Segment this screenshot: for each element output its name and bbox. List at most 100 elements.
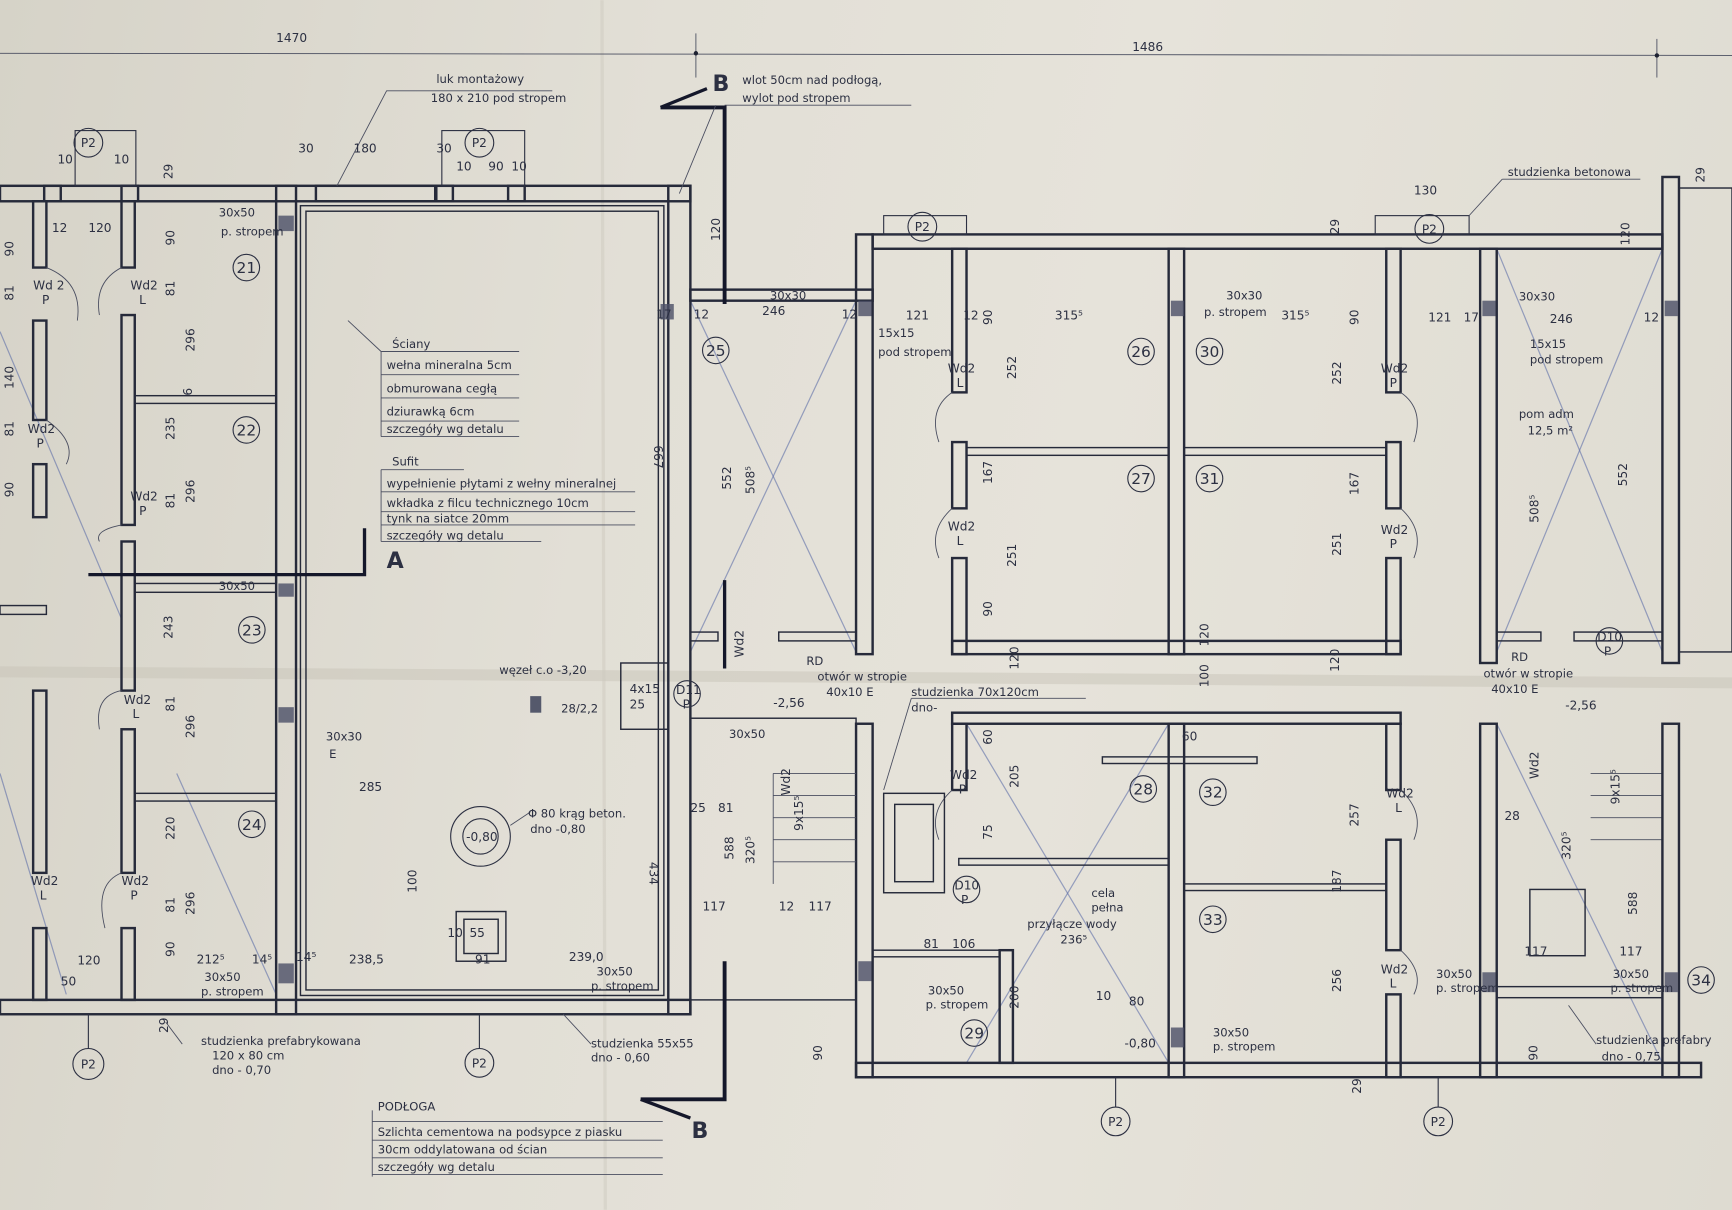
dim-label: 667 bbox=[651, 445, 665, 468]
p2-marker: P2 bbox=[1108, 1115, 1123, 1129]
p2-marker: P2 bbox=[1431, 1115, 1446, 1129]
note-studzienka-prefab: dno - 0,70 bbox=[212, 1063, 271, 1077]
dim-1470: 1470 bbox=[276, 31, 307, 45]
dim-label: 90 bbox=[1348, 310, 1362, 325]
p2-marker: P2 bbox=[915, 220, 930, 234]
note-otwor: 40x10 E bbox=[826, 685, 873, 699]
dim-label: 200 bbox=[1007, 986, 1021, 1009]
floor-spec-table: PODŁOGA Szlichta cementowa na podsypce z… bbox=[371, 1099, 663, 1177]
dim-label: 30 bbox=[298, 142, 313, 156]
note-studzienka-70: dno- bbox=[911, 701, 937, 715]
dim-label: 12 bbox=[52, 221, 67, 235]
column-note: 30x50 bbox=[1436, 967, 1472, 981]
column-note: 30x30 bbox=[1226, 289, 1262, 303]
dim-label: 28 bbox=[1504, 809, 1519, 823]
dim-label: 60 bbox=[1182, 729, 1197, 743]
dim-label: 14⁵ bbox=[296, 950, 316, 964]
column-note: 30x30 bbox=[1519, 290, 1555, 304]
door-label: Wd2 bbox=[1386, 787, 1413, 801]
dim-label: 81 bbox=[718, 801, 733, 815]
podloga-line: 30cm oddylatowana od ścian bbox=[378, 1142, 547, 1156]
dim-label: 120 bbox=[1328, 649, 1342, 672]
d10-mark: P bbox=[1604, 644, 1611, 658]
column-note: 30x30 bbox=[770, 289, 806, 303]
note-cela: 236⁵ bbox=[1060, 933, 1087, 947]
dim-label: 90 bbox=[1527, 1045, 1541, 1060]
note-cela: przyłącze wody bbox=[1027, 917, 1117, 931]
dim-label: 220 bbox=[164, 817, 178, 840]
p2-marker: P2 bbox=[81, 136, 96, 150]
column-note: 30x50 bbox=[204, 970, 240, 984]
dim-label: 140 bbox=[2, 366, 16, 389]
door-side: L bbox=[957, 376, 964, 390]
note-wlot-2: wylot pod stropem bbox=[742, 91, 850, 105]
dim-label: 552 bbox=[720, 466, 734, 489]
room-24: 24 bbox=[242, 816, 262, 834]
door-side: P bbox=[139, 504, 146, 518]
dim-label: 50 bbox=[61, 975, 76, 989]
dim-label: 12 bbox=[842, 307, 857, 321]
note-krag-beton: dno -0,80 bbox=[530, 822, 585, 836]
door-label: Wd2 bbox=[948, 361, 975, 375]
door-label: Wd2 bbox=[124, 693, 151, 707]
note-otwor: RD bbox=[1511, 650, 1528, 664]
column-note: pod stropem bbox=[1530, 353, 1603, 367]
pencil-crosses bbox=[0, 248, 1663, 1064]
dim-label: 296 bbox=[183, 480, 197, 503]
dim-label: 120 bbox=[88, 221, 111, 235]
door-side: L bbox=[1390, 977, 1397, 991]
column-note: 15x15 bbox=[878, 326, 914, 340]
room-25: 25 bbox=[706, 342, 726, 360]
dim-label: 552 bbox=[1616, 463, 1630, 486]
notes: luk montażowy 180 x 210 pod stropem wlot… bbox=[165, 72, 1712, 1177]
column-note: p. stropem bbox=[1213, 1040, 1276, 1054]
dim-label: 296 bbox=[183, 892, 197, 915]
dim-label: 90 bbox=[811, 1045, 825, 1060]
podloga-line: szczegóły wg detalu bbox=[378, 1160, 495, 1174]
walls bbox=[0, 175, 1732, 1079]
dim-label: 90 bbox=[2, 241, 16, 256]
walls-spec-table: Ściany wełna mineralna 5cm obmurowana ce… bbox=[347, 320, 520, 437]
dim-label: -2,56 bbox=[773, 696, 804, 710]
dim-label: 315⁵ bbox=[1281, 308, 1309, 322]
sciany-line: obmurowana cegłą bbox=[387, 381, 498, 395]
dim-label: 257 bbox=[1348, 803, 1362, 826]
column-note: p. stropem bbox=[201, 984, 264, 998]
column-note: 30x50 bbox=[219, 579, 255, 593]
note-otwor: otwór w stropie bbox=[1483, 666, 1573, 680]
column-note: 30x50 bbox=[1213, 1025, 1249, 1039]
dim-label: 17 bbox=[656, 307, 671, 321]
sciany-line: dziurawką 6cm bbox=[387, 405, 475, 419]
dimensions-vertical: 90 81 140 81 90 29 90 81 296 6 235 81 29… bbox=[2, 164, 1707, 1094]
dim-label: 252 bbox=[1005, 356, 1019, 379]
dim-label: 120 bbox=[1618, 222, 1632, 245]
note-studzienka-betonowa: studzienka betonowa bbox=[1508, 165, 1631, 179]
p2-marker: P2 bbox=[81, 1057, 96, 1071]
room-34: 34 bbox=[1691, 972, 1711, 990]
dim-label: 81 bbox=[164, 493, 178, 508]
dim-label: 100 bbox=[1197, 664, 1211, 687]
room-32: 32 bbox=[1203, 784, 1223, 802]
p2-marker: P2 bbox=[472, 1056, 487, 1070]
dim-label: 243 bbox=[161, 616, 175, 639]
column-note: p. stropem bbox=[1436, 981, 1499, 995]
note-krag-beton: Φ 80 krąg beton. bbox=[528, 807, 626, 821]
door-label: Wd2 bbox=[732, 630, 746, 657]
room-27: 27 bbox=[1131, 470, 1151, 488]
dimensions-horizontal: 30 180 30 10 90 10 10 10 12 120 246 121 … bbox=[52, 142, 1659, 1003]
dim-label: 246 bbox=[1550, 312, 1573, 326]
dim-label: 29 bbox=[157, 1018, 171, 1033]
column-note: 15x15 bbox=[1530, 337, 1566, 351]
sufit-title: Sufit bbox=[392, 454, 419, 468]
column-note: E bbox=[329, 747, 336, 761]
dim-label: 6 bbox=[181, 388, 195, 396]
note-wezel-co: węzeł c.o -3,20 bbox=[499, 663, 587, 677]
stairs bbox=[772, 773, 1663, 884]
dim-label: 81 bbox=[164, 897, 178, 912]
dim-label: 167 bbox=[1348, 472, 1362, 495]
misc-dim: 91 bbox=[475, 952, 490, 966]
note-otwor: otwór w stropie bbox=[817, 670, 907, 684]
dim-label: 90 bbox=[981, 601, 995, 616]
krag-level: -0,80 bbox=[466, 830, 497, 844]
dim-label: 117 bbox=[1524, 945, 1547, 959]
